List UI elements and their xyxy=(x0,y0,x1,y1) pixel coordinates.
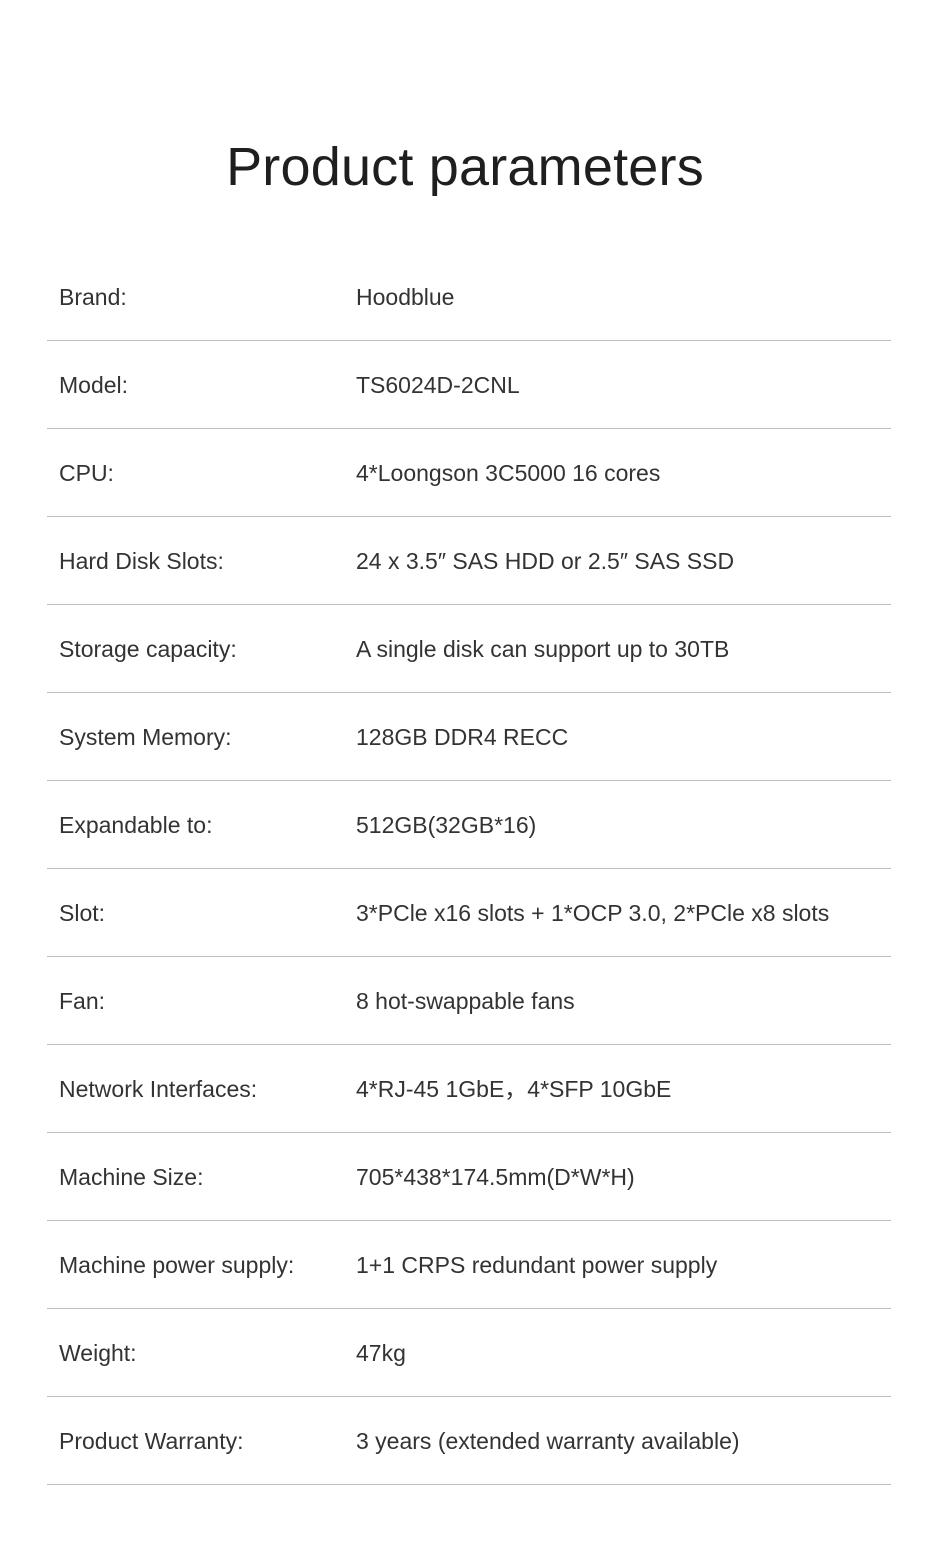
spec-value: 3*PCle x16 slots + 1*OCP 3.0, 2*PCle x8 … xyxy=(356,900,830,926)
spec-label: System Memory: xyxy=(59,724,232,750)
spec-label: Machine Size: xyxy=(59,1164,204,1190)
spec-value: TS6024D-2CNL xyxy=(356,372,520,398)
spec-value: 4*RJ-45 1GbE，4*SFP 10GbE xyxy=(356,1076,672,1102)
spec-row-product-warranty: Product Warranty: 3 years (extended warr… xyxy=(47,1397,891,1485)
spec-row-network-interfaces: Network Interfaces: 4*RJ-45 1GbE，4*SFP 1… xyxy=(47,1045,891,1133)
page-title: Product parameters xyxy=(226,137,704,197)
spec-label: Storage capacity: xyxy=(59,636,237,662)
spec-value: 705*438*174.5mm(D*W*H) xyxy=(356,1164,635,1190)
spec-value: 512GB(32GB*16) xyxy=(356,812,537,838)
spec-label: Slot: xyxy=(59,900,106,926)
spec-value: 24 x 3.5″ SAS HDD or 2.5″ SAS SSD xyxy=(356,548,735,574)
spec-row-expandable-to: Expandable to: 512GB(32GB*16) xyxy=(47,781,891,869)
spec-row-cpu: CPU: 4*Loongson 3C5000 16 cores xyxy=(47,429,891,517)
spec-value: A single disk can support up to 30TB xyxy=(356,636,730,662)
spec-row-slot: Slot: 3*PCle x16 slots + 1*OCP 3.0, 2*PC… xyxy=(47,869,891,957)
spec-row-weight: Weight: 47kg xyxy=(47,1309,891,1397)
spec-row-machine-size: Machine Size: 705*438*174.5mm(D*W*H) xyxy=(47,1133,891,1221)
spec-label: Weight: xyxy=(59,1340,137,1366)
spec-value: 8 hot-swappable fans xyxy=(356,988,575,1014)
spec-row-model: Model: TS6024D-2CNL xyxy=(47,341,891,429)
spec-label: Machine power supply: xyxy=(59,1252,295,1278)
spec-row-hard-disk-slots: Hard Disk Slots: 24 x 3.5″ SAS HDD or 2.… xyxy=(47,517,891,605)
spec-value: 1+1 CRPS redundant power supply xyxy=(356,1252,718,1278)
spec-value: 3 years (extended warranty available) xyxy=(356,1428,740,1454)
spec-value: 128GB DDR4 RECC xyxy=(356,724,569,750)
spec-value: 47kg xyxy=(356,1340,406,1366)
spec-label: Product Warranty: xyxy=(59,1428,244,1454)
spec-label: Network Interfaces: xyxy=(59,1076,258,1102)
spec-value: Hoodblue xyxy=(356,284,455,310)
spec-row-system-memory: System Memory: 128GB DDR4 RECC xyxy=(47,693,891,781)
spec-table: Brand: Hoodblue Model: TS6024D-2CNL CPU:… xyxy=(47,253,891,1485)
spec-label: CPU: xyxy=(59,460,114,486)
spec-value: 4*Loongson 3C5000 16 cores xyxy=(356,460,661,486)
spec-row-storage-capacity: Storage capacity: A single disk can supp… xyxy=(47,605,891,693)
spec-label: Fan: xyxy=(59,988,106,1014)
spec-label: Model: xyxy=(59,372,129,398)
spec-row-power-supply: Machine power supply: 1+1 CRPS redundant… xyxy=(47,1221,891,1309)
spec-row-fan: Fan: 8 hot-swappable fans xyxy=(47,957,891,1045)
spec-row-brand: Brand: Hoodblue xyxy=(47,253,891,341)
spec-label: Expandable to: xyxy=(59,812,213,838)
spec-label: Brand: xyxy=(59,284,127,310)
spec-label: Hard Disk Slots: xyxy=(59,548,224,574)
